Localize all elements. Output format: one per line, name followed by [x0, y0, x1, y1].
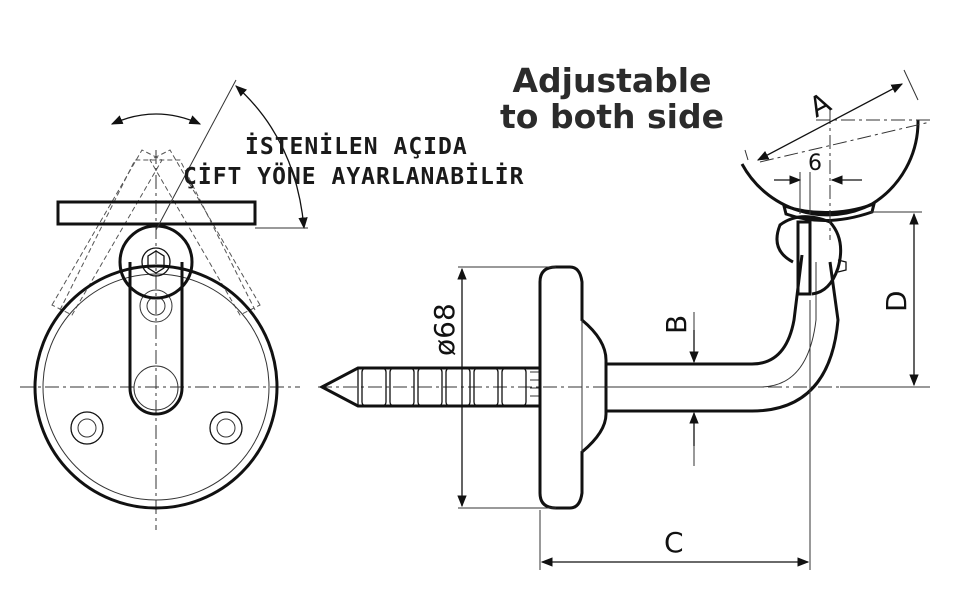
rotation-arrow: [110, 113, 202, 125]
bracket-arm: [128, 262, 184, 416]
bracket-tube: [606, 254, 840, 413]
wall-plate-disc: [33, 264, 279, 510]
saddle-pin: [796, 220, 812, 296]
rotation-ghost-outline: [51, 149, 261, 316]
front-view: [20, 79, 308, 530]
dim-6-label: 6: [808, 151, 822, 176]
note-line-1: İSTENİLEN AÇIDA: [245, 132, 468, 160]
pivot-knuckle: [118, 224, 194, 300]
hex-bolt: [141, 247, 171, 277]
rail-saddle-cup: [781, 201, 877, 222]
title-line-1: Adjustable: [513, 61, 712, 100]
title-line-2: to both side: [500, 97, 724, 136]
side-view: [318, 69, 931, 570]
dim-c-label: C: [664, 526, 684, 559]
screw-hole-left: [70, 411, 104, 445]
dim-b-label: B: [660, 315, 693, 334]
dim-a-label: A: [804, 86, 836, 124]
screw-hole-right: [209, 411, 243, 445]
note-line-2: ÇİFT YÖNE AYARLANABİLİR: [183, 162, 525, 190]
dim-diameter-label: ø68: [428, 303, 461, 356]
handrail-arc: [740, 163, 873, 217]
dim-d-label: D: [880, 290, 913, 312]
angle-arc: [235, 85, 308, 230]
